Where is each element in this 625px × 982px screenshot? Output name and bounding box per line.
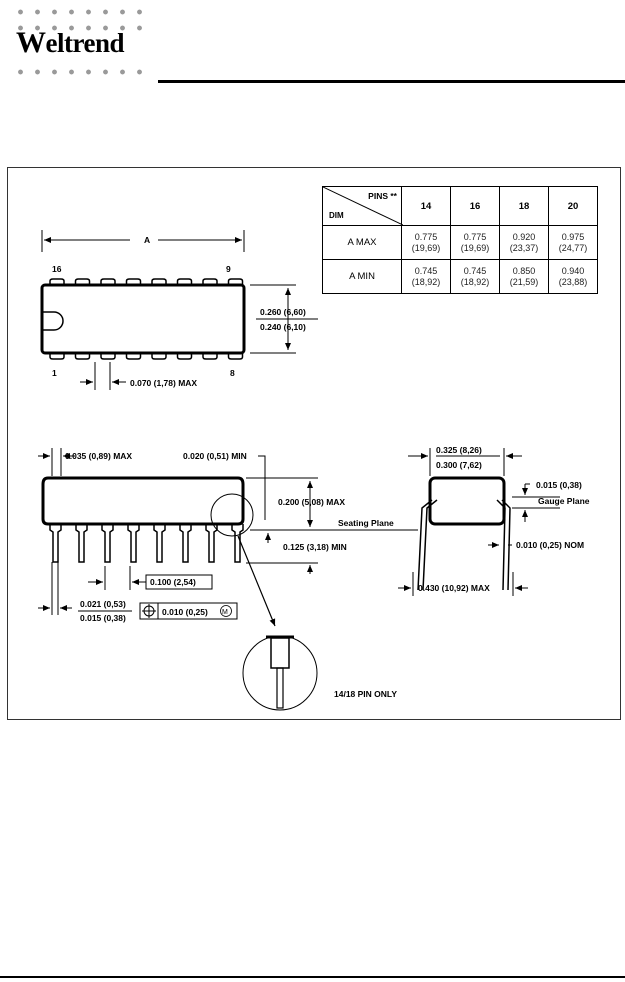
pin-count-18: 18: [499, 186, 549, 226]
logo-rest: eltrend: [45, 28, 125, 58]
cell-inch: 0.745: [414, 265, 438, 276]
pin-count-14: 14: [401, 186, 451, 226]
footer-rule: [0, 976, 625, 978]
table-cell: 0.975(24,77): [548, 225, 598, 260]
pins-header: PINS **: [368, 191, 397, 201]
cell-inch: 0.775: [463, 231, 487, 242]
header-rule: [158, 80, 625, 83]
pin-count-16: 16: [450, 186, 500, 226]
table-cell: 0.940(23,88): [548, 259, 598, 294]
cell-inch: 0.975: [561, 231, 585, 242]
logo-dot-row-top: [12, 8, 152, 16]
cell-mm: (24,77): [558, 242, 588, 253]
package-drawing-frame: [7, 167, 621, 720]
cell-mm: (18,92): [411, 276, 441, 287]
table-cell: 0.920(23,37): [499, 225, 549, 260]
logo-dot-row-bottom: [12, 68, 152, 76]
table-cell: 0.775(19,69): [401, 225, 451, 260]
dim-header: DIM: [329, 211, 344, 220]
logo-initial: W: [16, 26, 46, 59]
pin-count-20: 20: [548, 186, 598, 226]
table-cell: 0.745(18,92): [401, 259, 451, 294]
cell-inch: 0.920: [512, 231, 536, 242]
table-cell: 0.775(19,69): [450, 225, 500, 260]
table-cell: 0.745(18,92): [450, 259, 500, 294]
row-label-a-min: A MIN: [322, 259, 402, 294]
table-row: A MAX 0.775(19,69) 0.775(19,69) 0.920(23…: [322, 225, 598, 260]
logo-dot-row-mid: [12, 24, 152, 32]
cell-inch: 0.850: [512, 265, 536, 276]
cell-inch: 0.775: [414, 231, 438, 242]
cell-mm: (23,37): [509, 242, 539, 253]
table-corner-cell: PINS ** DIM: [322, 186, 403, 226]
cell-inch: 0.940: [561, 265, 585, 276]
cell-mm: (23,88): [558, 276, 588, 287]
cell-mm: (19,69): [460, 242, 490, 253]
table-cell: 0.850(21,59): [499, 259, 549, 294]
logo-wordmark: Weltrend: [16, 26, 125, 59]
dimension-table: PINS ** DIM 14 16 18 20 A MAX 0.775(19,6…: [322, 186, 598, 294]
cell-mm: (18,92): [460, 276, 490, 287]
diagonal-line: [323, 187, 403, 225]
cell-mm: (19,69): [411, 242, 441, 253]
weltrend-logo: Weltrend: [12, 8, 152, 78]
row-label-a-max: A MAX: [322, 225, 402, 260]
table-row: A MIN 0.745(18,92) 0.745(18,92) 0.850(21…: [322, 259, 598, 294]
cell-mm: (21,59): [509, 276, 539, 287]
cell-inch: 0.745: [463, 265, 487, 276]
